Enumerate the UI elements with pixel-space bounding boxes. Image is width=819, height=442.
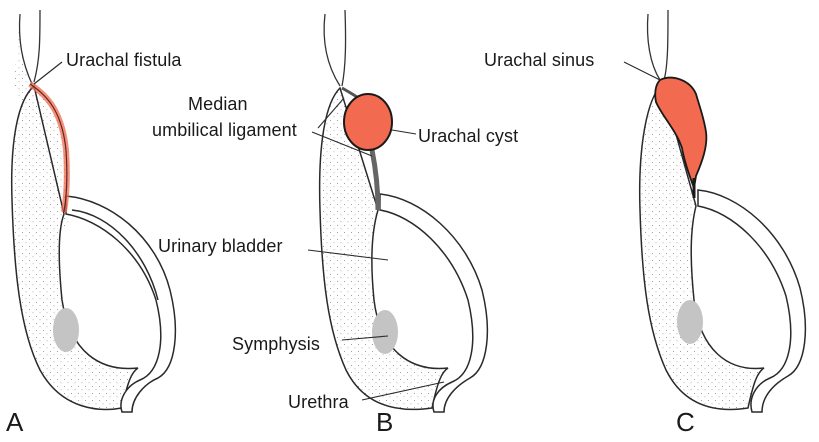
label-urachal-cyst: Urachal cyst xyxy=(418,126,518,146)
panel-letter-b: B xyxy=(376,408,393,436)
panel-a-body-wall xyxy=(12,86,138,409)
panel-b-drawing xyxy=(308,10,487,412)
label-median: Median xyxy=(188,94,248,114)
label-urinary-bladder: Urinary bladder xyxy=(158,236,283,256)
panel-b-urachal-cyst xyxy=(344,94,392,150)
panel-a-drawing xyxy=(12,10,176,412)
panel-c-symphysis xyxy=(677,300,703,344)
label-urethra: Urethra xyxy=(288,392,349,412)
panel-a-symphysis xyxy=(53,308,79,352)
label-urachal-fistula: Urachal fistula xyxy=(66,50,182,70)
label-umbilical-ligament: umbilical ligament xyxy=(152,120,297,140)
panel-letter-c: C xyxy=(676,408,695,436)
label-urachal-sinus: Urachal sinus xyxy=(484,50,594,70)
panel-letter-a: A xyxy=(6,408,23,436)
panel-c-drawing xyxy=(624,10,805,412)
label-symphysis: Symphysis xyxy=(232,334,320,354)
panel-b-symphysis xyxy=(372,310,398,354)
